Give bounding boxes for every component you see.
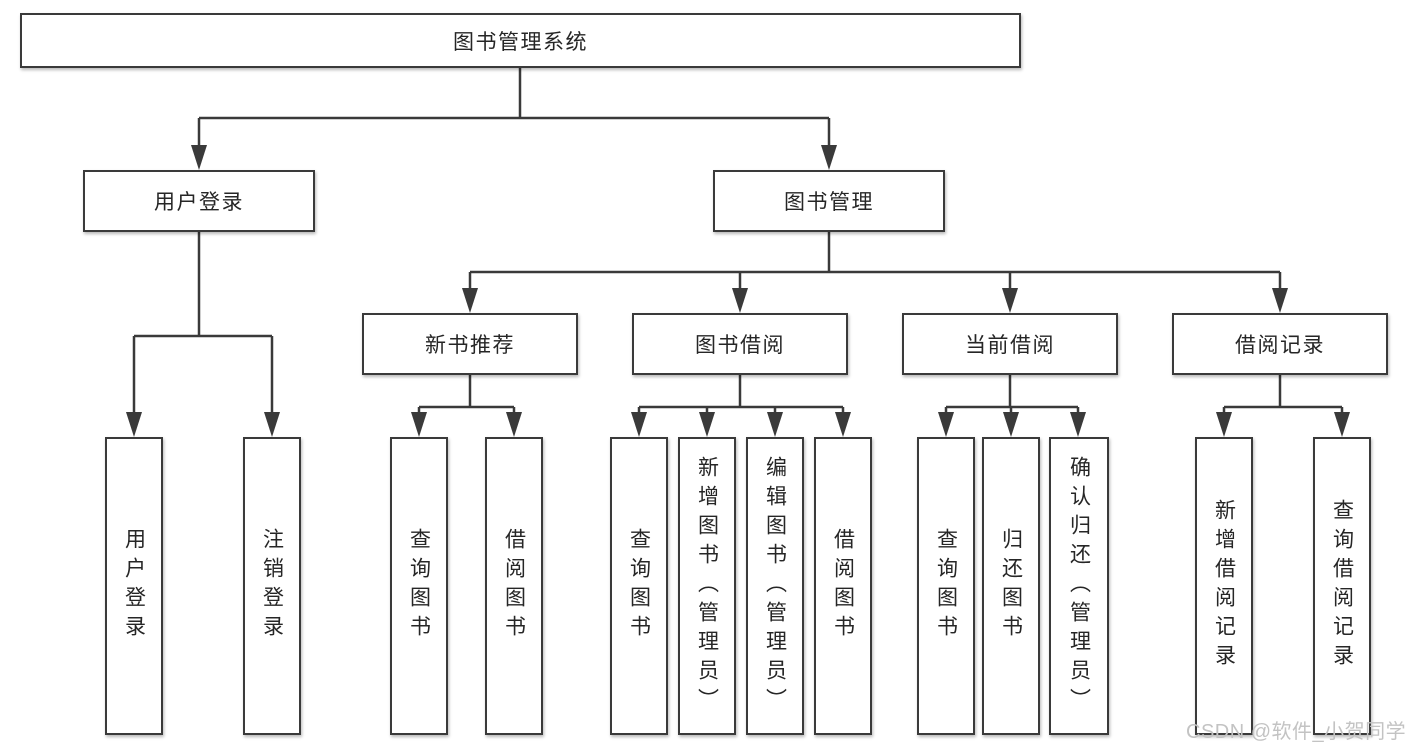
leaf-return-book: 归还图书 [982,437,1040,735]
leaf-query-borrow-record: 查询借阅记录 [1313,437,1371,735]
node-label: 新增图书（管理员） [695,455,719,717]
connector-book-management [462,232,1288,313]
node-user-login: 用户登录 [83,170,315,232]
leaf-query-books-recommend: 查询图书 [390,437,448,735]
node-label: 借阅图书 [831,528,855,644]
leaf-logout: 注销登录 [243,437,301,735]
connector-current-borrow [938,375,1086,437]
node-label: 借阅图书 [502,528,526,644]
node-label: 编辑图书（管理员） [763,455,787,717]
leaf-confirm-return-admin: 确认归还（管理员） [1049,437,1109,735]
csdn-watermark: CSDN @软件_小贺同学 [1186,721,1405,743]
leaf-query-books-borrow: 查询图书 [610,437,668,735]
node-borrow-records: 借阅记录 [1172,313,1388,375]
leaf-borrow-books-recommend: 借阅图书 [485,437,543,735]
leaf-add-book-admin: 新增图书（管理员） [678,437,736,735]
node-label: 查询图书 [627,528,651,644]
node-new-book-recommend: 新书推荐 [362,313,578,375]
connector-root [191,68,837,170]
connector-new-book-recommend [411,375,522,437]
node-label: 查询图书 [934,528,958,644]
node-label: 查询图书 [407,528,431,644]
node-label: 注销登录 [260,528,284,644]
leaf-add-borrow-record: 新增借阅记录 [1195,437,1253,735]
leaf-query-books-current: 查询图书 [917,437,975,735]
node-label: 确认归还（管理员） [1067,455,1091,717]
node-library-management-system: 图书管理系统 [20,13,1021,68]
connector-borrow-records [1216,375,1350,437]
node-label: 归还图书 [999,528,1023,644]
node-book-borrow: 图书借阅 [632,313,848,375]
connector-book-borrow [631,375,851,437]
leaf-edit-book-admin: 编辑图书（管理员） [746,437,804,735]
connector-user-login [126,232,280,437]
node-label: 新增借阅记录 [1212,499,1236,673]
node-current-borrow: 当前借阅 [902,313,1118,375]
node-label: 用户登录 [122,528,146,644]
leaf-user-login: 用户登录 [105,437,163,735]
leaf-borrow-books: 借阅图书 [814,437,872,735]
node-label: 查询借阅记录 [1330,499,1354,673]
node-book-management: 图书管理 [713,170,945,232]
